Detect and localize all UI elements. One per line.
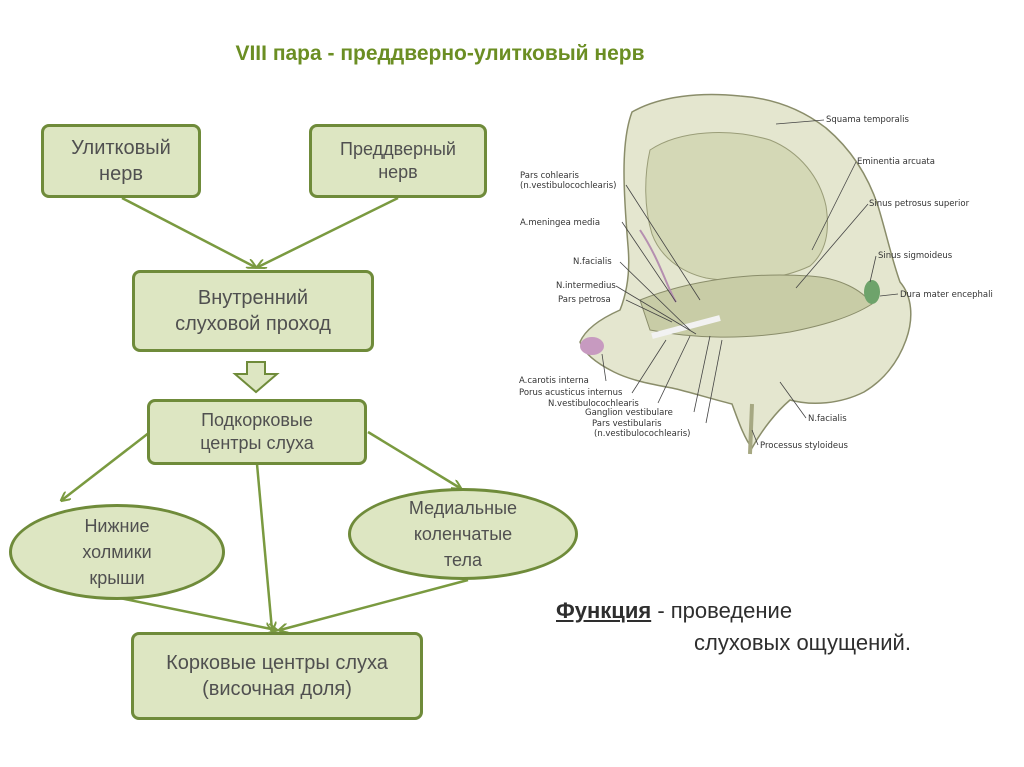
squama-inner [645,132,828,282]
arrow-subcortical-to-colliculi [62,431,151,500]
arrow-colliculi-to-cortical [109,594,276,630]
styloid-process [748,403,754,455]
label-pars-vestibularis-sub: (n.vestibulocochlearis) [594,429,690,439]
vestibular-nerve-line2: нерв [378,162,418,182]
block-arrow-down [232,361,280,394]
colliculi-line1: Нижние [84,515,150,536]
label-facialis-right: N.facialis [808,414,847,424]
label-intermedius: N.intermedius [556,281,616,291]
label-pars-cochlearis-sub: (n.vestibulocochlearis) [520,181,616,191]
vestibular-nerve-line1: Преддверный [340,138,456,159]
label-sinus-petrosus: Sinus petrosus superior [869,199,970,209]
label-styloideus: Processus styloideus [760,441,848,451]
label-dura: Dura mater encephali [900,290,993,300]
arrow-subcortical-to-geniculate [367,430,460,488]
label-porus: Porus acusticus internus [519,388,623,398]
label-carotis: A.carotis interna [519,376,589,386]
arrow-vestibular-to-canal [258,196,399,267]
cochlear-nerve-line1: Улитковый [71,137,171,159]
geniculate-line1: Медиальные [408,497,518,518]
label-squama: Squama temporalis [826,115,909,125]
geniculate-line2: коленчатые [413,523,513,544]
internal-canal-line2: слуховой проход [175,313,331,335]
function-line2: слуховых ощущений. [694,629,911,655]
label-eminentia: Eminentia arcuata [857,157,935,167]
label-pars-cochlearis: Pars cohlearis [520,171,579,181]
page-title: VIII пара - преддверно-улитковый нерв [235,42,645,65]
inferior-colliculi-ellipse: Нижние холмики крыши [9,504,225,600]
sinus-sigmoideus-mark [864,280,880,304]
geniculate-line3: тела [444,550,482,571]
label-ganglion: Ganglion vestibulare [585,408,673,418]
label-facialis-left: N.facialis [573,257,612,267]
medial-geniculate-ellipse: Медиальные коленчатые тела [348,488,578,580]
cochlear-nerve-line2: нерв [99,163,143,185]
subcortical-line1: Подкорковые [201,409,313,430]
arrow-subcortical-to-cortical [255,463,272,630]
function-keyword: Функция [556,598,652,623]
arrow-cochlear-to-canal [121,196,255,267]
cortical-line2: (височная доля) [202,678,352,700]
label-pars-vestibularis: Pars vestibularis [592,419,662,429]
vestibular-nerve-box: Преддверный нерв [309,124,487,198]
function-text: Функция - проведение слуховых ощущений. [556,595,911,659]
cortical-centers-box: Корковые центры слуха (височная доля) [131,632,423,720]
internal-canal-line1: Внутренний [197,287,309,309]
subcortical-line2: центры слуха [200,433,314,453]
internal-canal-box: Внутренний слуховой проход [132,270,374,352]
label-meningea: A.meningea media [520,218,600,228]
cochlear-nerve-box: Улитковый нерв [41,124,201,198]
label-vestibulocochlearis: N.vestibulocochlearis [548,399,639,409]
cortical-line1: Корковые центры слуха [166,652,388,674]
carotis-mark [580,337,604,355]
label-sinus-sigmoideus: Sinus sigmoideus [878,251,953,261]
function-rest: - проведение [651,598,793,623]
label-pars-petrosa: Pars petrosa [558,295,611,305]
colliculi-line3: крыши [89,568,145,589]
nerve-bundle [651,315,721,339]
subcortical-centers-box: Подкорковые центры слуха [147,399,367,465]
colliculi-line2: холмики [82,541,152,562]
arrow-geniculate-to-cortical [280,578,469,630]
